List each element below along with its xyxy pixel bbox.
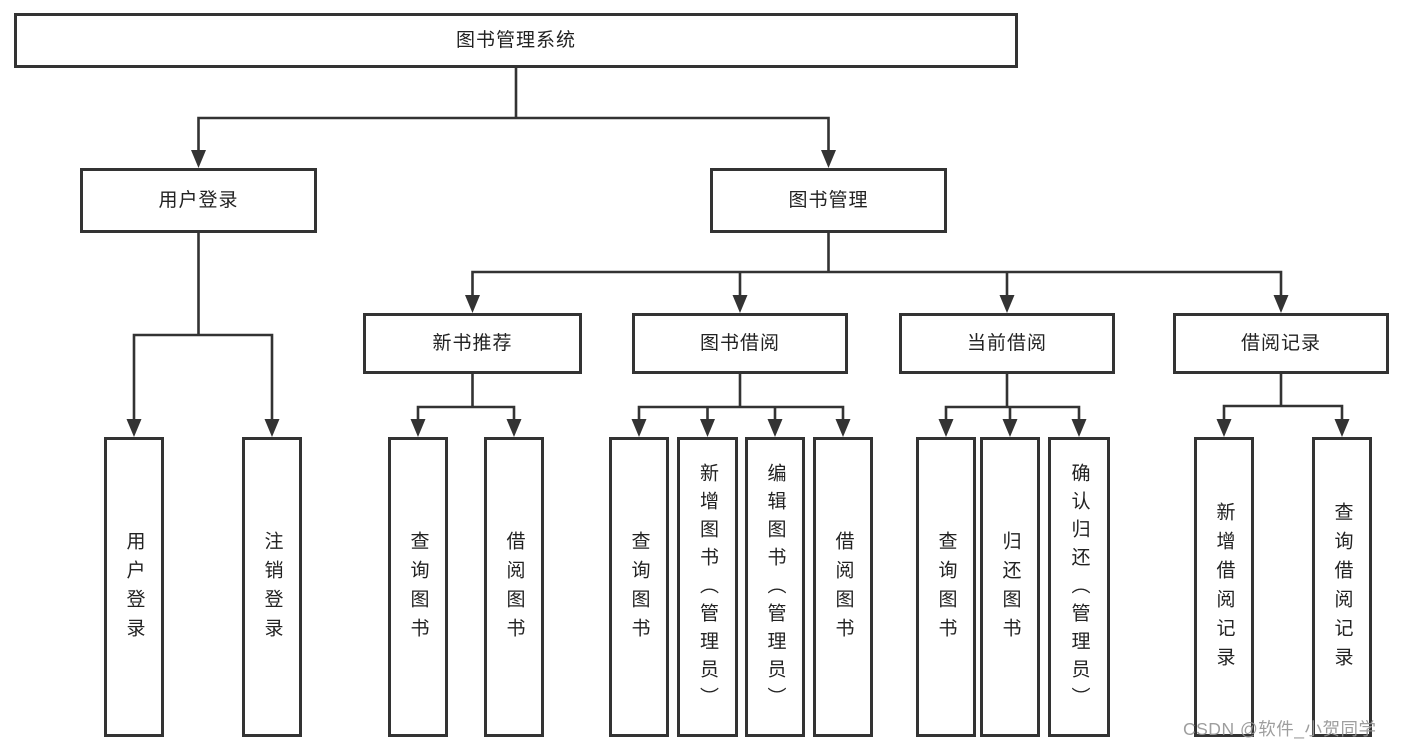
node-book-borrow: 图书借阅 — [632, 313, 848, 374]
node-ul-login: 用户登录 — [104, 437, 164, 737]
node-br-query: 查询借阅记录 — [1312, 437, 1372, 737]
node-br-add: 新增借阅记录 — [1194, 437, 1254, 737]
node-nbr-borrow: 借阅图书 — [484, 437, 544, 737]
arrowhead-book-borrow — [732, 295, 748, 313]
node-cb-confirm: 确认归还（管理员） — [1048, 437, 1110, 737]
node-new-book-rec: 新书推荐 — [363, 313, 582, 374]
node-bb-query: 查询图书 — [609, 437, 669, 737]
node-user-login: 用户登录 — [80, 168, 317, 233]
arrowhead-bb-query — [631, 419, 647, 437]
arrowhead-borrow-records — [1273, 295, 1289, 313]
arrowhead-cb-query — [938, 419, 954, 437]
arrowhead-nbr-borrow — [506, 419, 522, 437]
arrowhead-book-mgmt — [821, 150, 836, 168]
arrowhead-bb-edit — [767, 419, 783, 437]
arrowhead-nbr-query — [410, 419, 426, 437]
arrowhead-br-add — [1216, 419, 1232, 437]
node-bb-add: 新增图书（管理员） — [677, 437, 738, 737]
arrowhead-br-query — [1334, 419, 1350, 437]
arrowhead-new-book-rec — [465, 295, 480, 313]
node-current-borrow: 当前借阅 — [899, 313, 1115, 374]
node-cb-query: 查询图书 — [916, 437, 976, 737]
node-ul-logout: 注销登录 — [242, 437, 302, 737]
node-bb-edit: 编辑图书（管理员） — [745, 437, 805, 737]
node-book-mgmt: 图书管理 — [710, 168, 947, 233]
arrowhead-user-login — [191, 150, 206, 168]
node-cb-return: 归还图书 — [980, 437, 1040, 737]
node-borrow-records: 借阅记录 — [1173, 313, 1389, 374]
arrowhead-cb-confirm — [1071, 419, 1087, 437]
connector-path — [132, 66, 1344, 425]
arrowhead-ul-login — [126, 419, 142, 437]
arrowhead-current-borrow — [999, 295, 1015, 313]
arrowhead-bb-add — [700, 419, 715, 437]
watermark: CSDN @软件_小贺同学 — [1183, 719, 1377, 739]
node-nbr-query: 查询图书 — [388, 437, 448, 737]
node-system: 图书管理系统 — [14, 13, 1018, 68]
node-bb-borrow: 借阅图书 — [813, 437, 873, 737]
arrowhead-ul-logout — [264, 419, 280, 437]
arrowhead-cb-return — [1002, 419, 1018, 437]
arrowhead-bb-borrow — [835, 419, 851, 437]
